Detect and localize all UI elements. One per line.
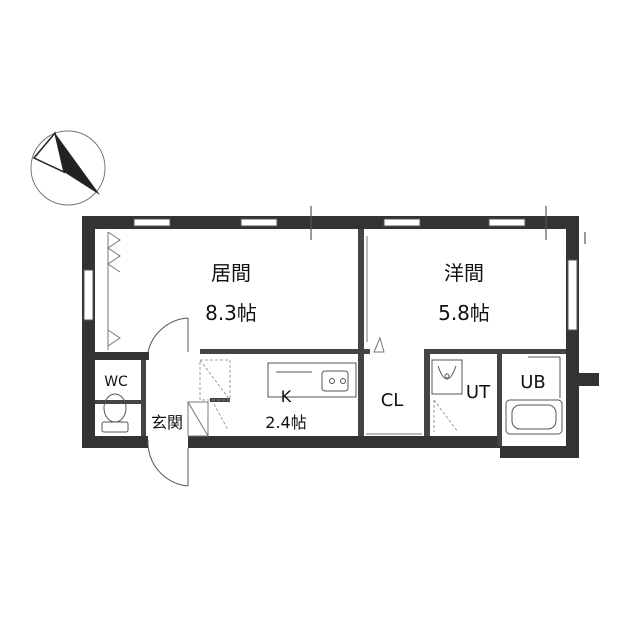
kitchen-name: K <box>281 387 292 406</box>
utility-label: UT <box>466 382 491 403</box>
living-room-area: 8.3帖 <box>205 301 257 325</box>
top-windows <box>133 218 526 227</box>
sliding-door-west <box>366 236 385 353</box>
western-room-area: 5.8帖 <box>438 301 490 325</box>
closet-label: CL <box>381 390 404 411</box>
kitchen-area: 2.4帖 <box>265 413 306 432</box>
washer-area <box>433 399 459 433</box>
right-window <box>567 259 578 331</box>
window-markers <box>310 206 586 244</box>
north-arrow-icon <box>30 130 106 206</box>
washbasin-icon <box>431 359 463 395</box>
shoe-box <box>187 401 209 437</box>
western-room-name: 洋間 <box>444 261 484 285</box>
kitchen-storage <box>199 359 231 431</box>
left-window <box>83 269 94 321</box>
toilet-icon <box>101 393 129 433</box>
bath-label: UB <box>520 372 546 393</box>
toilet-label: WC <box>104 374 128 390</box>
bathtub-icon <box>505 356 563 435</box>
kitchen-counter <box>267 362 357 398</box>
entrance-label: 玄関 <box>151 413 183 432</box>
living-room-name: 居間 <box>211 261 251 285</box>
entrance-door-swing <box>147 317 189 487</box>
storage-shelf <box>107 231 121 350</box>
